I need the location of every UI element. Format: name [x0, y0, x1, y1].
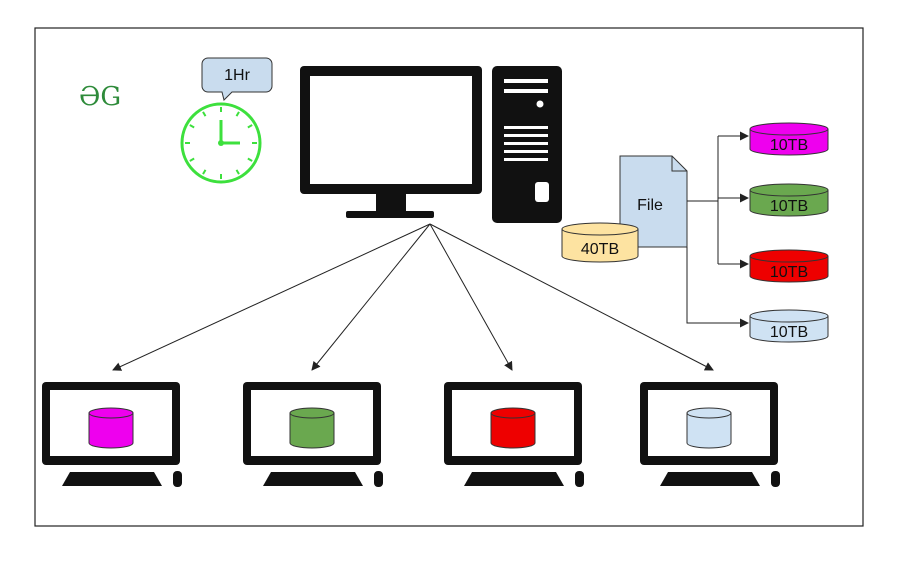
client-computer-icon: [444, 382, 584, 487]
split-disks: 10TB 10TB 10TB 10TB: [749, 122, 829, 343]
split-disk: 10TB: [749, 183, 829, 217]
split-disk: 10TB: [749, 249, 829, 283]
geeksforgeeks-logo: ƏG: [79, 82, 121, 112]
cpu-tower-icon: [492, 66, 562, 223]
client-disk: [289, 407, 335, 449]
client-disk: [686, 407, 732, 449]
source-disk-label: 40TB: [581, 241, 619, 258]
split-connectors: [686, 131, 749, 328]
split-disk: 10TB: [749, 122, 829, 156]
split-disk-label: 10TB: [770, 137, 808, 154]
client-computer-icon: [42, 382, 182, 487]
split-disk: 10TB: [749, 309, 829, 343]
split-disk-label: 10TB: [770, 264, 808, 281]
time-label: 1Hr: [224, 67, 250, 84]
client-computer-icon: [243, 382, 383, 487]
distribution-arrows: [112, 223, 714, 371]
server-monitor-icon: [300, 66, 482, 218]
client-computers: [42, 382, 780, 487]
source-disk: 40TB: [561, 222, 639, 263]
client-computer-icon: [640, 382, 780, 487]
file-label: File: [637, 197, 663, 214]
client-disk: [490, 407, 536, 449]
time-bubble: 1Hr: [201, 57, 273, 101]
split-disk-label: 10TB: [770, 324, 808, 341]
clock-icon: [180, 102, 262, 184]
client-disk: [88, 407, 134, 449]
file-document: File: [619, 155, 688, 248]
split-disk-label: 10TB: [770, 198, 808, 215]
